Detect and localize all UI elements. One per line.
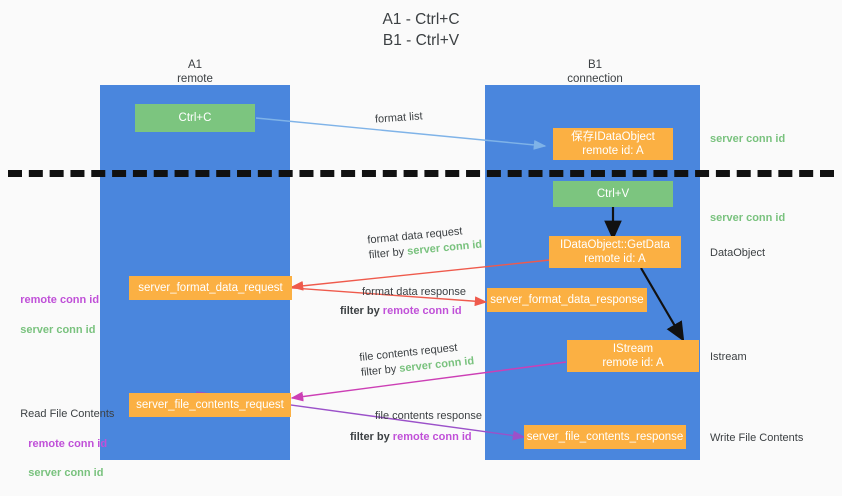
edge-label-format-data-request: format data request filter by server con… [367, 223, 483, 265]
node-ctrl-c[interactable]: Ctrl+C [135, 104, 255, 132]
phase-divider [8, 170, 834, 177]
left-annotation-read-file-contents: Read File Contents [20, 407, 115, 420]
right-annotation-server-conn-id-top: server conn id [710, 133, 786, 145]
node-server-format-data-request[interactable]: server_format_data_request [129, 276, 292, 300]
edge-label-format-data-response: format data response filter by remote co… [340, 285, 466, 320]
left-annotation-format-conn-ids: remote conn id server conn id [8, 278, 99, 352]
node-server-format-data-response[interactable]: server_format_data_response [487, 288, 647, 312]
edge-label-format-data-response-filter: filter by remote conn id [340, 305, 462, 318]
edge-label-file-contents-response-title: file contents response [375, 410, 483, 422]
edge-label-file-contents-response: file contents response filter by remote … [350, 409, 483, 446]
left-annotation-file-contents: Read File Contents remote conn id server… [8, 392, 114, 496]
node-server-file-contents-response[interactable]: server_file_contents_response [524, 425, 686, 449]
left-annotation-format-server: server conn id [20, 323, 96, 336]
node-server-file-contents-request[interactable]: server_file_contents_request [129, 393, 291, 417]
edge-label-file-contents-response-filter: filter by remote conn id [350, 431, 472, 444]
right-annotation-dataobject: DataObject [710, 247, 766, 259]
right-annotation-istream: Istream [710, 351, 747, 363]
page-title: A1 - Ctrl+C B1 - Ctrl+V [382, 11, 460, 49]
node-ctrl-v[interactable]: Ctrl+V [553, 181, 673, 207]
right-annotation-write-file-contents: Write File Contents [710, 432, 804, 444]
right-annotation-server-conn-id-mid: server conn id [710, 212, 786, 224]
left-annotation-file-remote: remote conn id [28, 437, 108, 450]
left-annotation-format-remote: remote conn id [20, 293, 100, 306]
edge-label-file-contents-request: file contents request filter by server c… [359, 339, 475, 381]
edge-label-format-data-response-title: format data response [362, 286, 466, 298]
left-annotation-file-server: server conn id [28, 467, 104, 480]
edge-label-format-list: format list [374, 110, 423, 126]
